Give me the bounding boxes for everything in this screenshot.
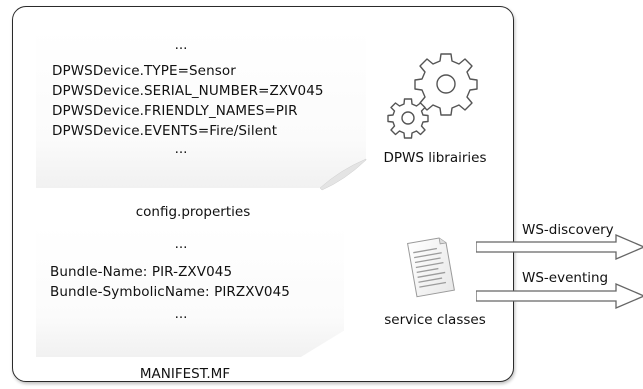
ws-eventing-label: WS-eventing xyxy=(522,270,609,286)
config-ellipsis-bottom: ... xyxy=(174,141,188,157)
config-line-events: DPWSDevice.EVENTS=Fire/Silent xyxy=(52,123,278,139)
config-line-type: DPWSDevice.TYPE=Sensor xyxy=(52,63,236,79)
config-line-friendly-names: DPWSDevice.FRIENDLY_NAMES=PIR xyxy=(52,103,298,119)
manifest-caption: MANIFEST.MF xyxy=(139,366,231,382)
manifest-ellipsis-bottom: ... xyxy=(174,306,188,322)
gears-icon xyxy=(387,53,478,139)
ws-eventing-arrow xyxy=(476,283,643,309)
config-line-serial: DPWSDevice.SERIAL_NUMBER=ZXV045 xyxy=(52,83,324,99)
ws-discovery-arrow xyxy=(476,234,643,260)
manifest-document xyxy=(36,225,344,357)
ws-discovery-label: WS-discovery xyxy=(522,222,614,238)
config-ellipsis-top: ... xyxy=(174,37,188,53)
manifest-line-symbolic-name: Bundle-SymbolicName: PIRZXV045 xyxy=(50,284,291,300)
dpws-libraries-label: DPWS librairies xyxy=(383,150,487,166)
service-classes-label: service classes xyxy=(384,312,486,328)
config-properties-caption: config.properties xyxy=(135,204,251,220)
manifest-line-bundle-name: Bundle-Name: PIR-ZXV045 xyxy=(50,264,233,280)
document-icon xyxy=(407,237,455,298)
config-properties-document xyxy=(36,28,366,188)
manifest-ellipsis-top: ... xyxy=(174,236,188,252)
